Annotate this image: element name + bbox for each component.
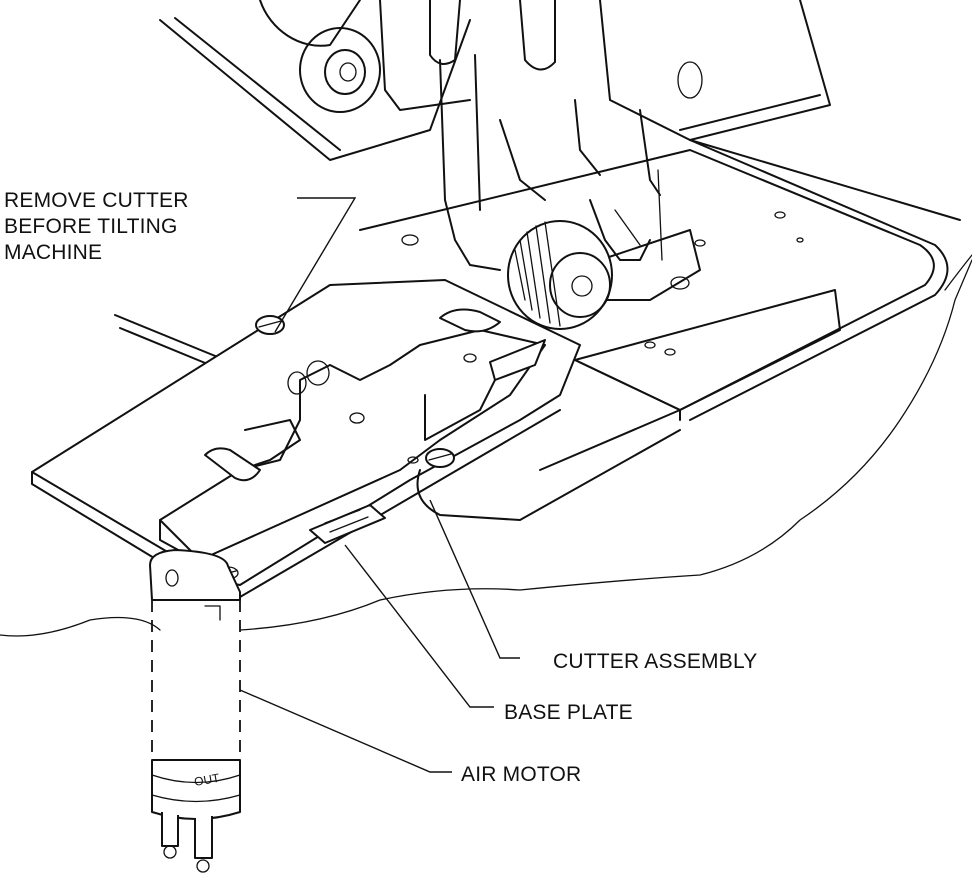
remove-cutter-note: REMOVE CUTTER BEFORE TILTING MACHINE xyxy=(4,188,189,266)
cutter-assembly xyxy=(159,308,546,563)
leader-lines xyxy=(239,197,520,773)
remove-cutter-line-1: REMOVE CUTTER xyxy=(4,189,189,212)
air-motor xyxy=(149,549,241,873)
remove-cutter-line-2: BEFORE TILTING xyxy=(4,215,178,238)
base-plate-label: BASE PLATE xyxy=(504,701,633,724)
cutter-assembly-label: CUTTER ASSEMBLY xyxy=(553,650,758,673)
torn-edge xyxy=(0,254,972,637)
motor-marking: OUT xyxy=(193,771,221,789)
remove-cutter-line-3: MACHINE xyxy=(4,241,103,264)
air-motor-label: AIR MOTOR xyxy=(461,763,582,786)
screw-right xyxy=(425,448,455,468)
machine-head xyxy=(159,0,831,301)
machine-bed xyxy=(114,139,961,471)
feed-wheel xyxy=(507,220,613,330)
